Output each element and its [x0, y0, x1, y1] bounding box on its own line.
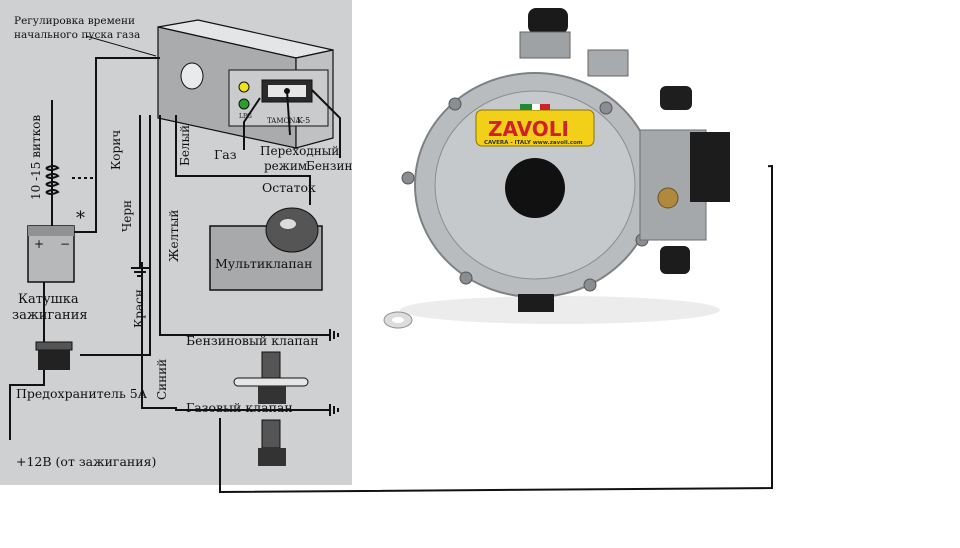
wire-brown: [72, 115, 97, 233]
transition-label-2: режим: [264, 159, 307, 173]
fuse-label: Предохранитель 5А: [16, 386, 148, 401]
ignition-coil-label-1: Катушка: [18, 292, 79, 307]
wire-petrol: [311, 89, 341, 158]
timer-adjust-knob: [180, 62, 204, 90]
coil-turns-label: 10 -15 витков: [29, 115, 43, 200]
ground-black: [131, 262, 149, 277]
gas-mode-label: Газ: [214, 147, 237, 162]
timer-title-line1: Регулировка времени: [14, 15, 135, 27]
petrol-valve: [233, 351, 309, 404]
wire-top-loop: [95, 57, 160, 115]
transition-label-1: Переходный: [260, 144, 339, 158]
asterisk-mark: *: [76, 208, 85, 229]
brown-wire-label: Корич: [109, 130, 123, 170]
power-label: +12В (от зажигания): [16, 454, 156, 469]
svg-text:+: +: [34, 237, 44, 251]
switch-model: K-5: [297, 116, 310, 125]
lpg-mark: LPG: [239, 113, 252, 120]
gas-led: [238, 81, 250, 93]
multivalve-label: Мультиклапан: [215, 256, 312, 271]
wire-yellow: [159, 115, 274, 336]
ignition-coil: + −: [27, 100, 75, 283]
wire-trans: [286, 90, 291, 136]
residue-label: Остаток: [262, 180, 316, 195]
fuse: [35, 341, 73, 370]
gas-valve: [258, 419, 286, 466]
white-wire-label: Белый: [178, 125, 192, 166]
petrol-mode-label: Бензин: [306, 159, 352, 173]
petrol-led: [238, 98, 250, 110]
reducer-photo: ZAVOLI CAVERA - ITALY www.zavoli.com: [364, 6, 768, 334]
yellow-wire-label: Желтый: [167, 210, 181, 262]
petrol-valve-label: Бензиновый клапан: [186, 333, 319, 348]
red-wire-label: Красн: [132, 289, 146, 328]
black-wire-label: Черн: [120, 200, 134, 232]
wire-red: [80, 115, 151, 356]
gas-valve-label: Газовый клапан: [186, 400, 293, 415]
ground-gas-valve: [329, 404, 339, 416]
wire-white: [175, 115, 311, 205]
wire-blue: [141, 262, 274, 411]
switch-box: LPG TAMONA K-5: [157, 19, 334, 149]
top-hose-fitting: [528, 8, 568, 34]
brand-name: ZAVOLI: [488, 117, 569, 141]
brand-small-text: CAVERA - ITALY www.zavoli.com: [484, 140, 583, 146]
svg-text:−: −: [60, 237, 70, 251]
ignition-coil-label-2: зажигания: [12, 308, 88, 323]
wire-gas-led: [243, 97, 261, 150]
ground-petrol-valve: [329, 329, 339, 341]
blue-wire-label: Синий: [155, 359, 169, 400]
switch-brand: TAMONA: [267, 117, 301, 125]
timer-title-line2: начального пуска газа: [14, 29, 140, 41]
solenoid-connector: [690, 132, 730, 202]
multivalve: [209, 207, 323, 291]
